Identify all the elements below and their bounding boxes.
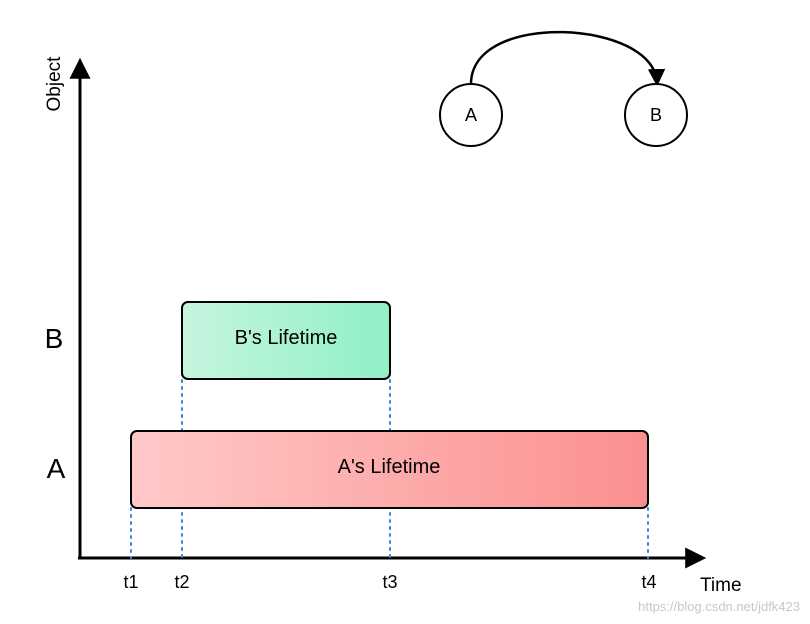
tick-label-t1: t1 <box>123 572 138 592</box>
object-node-b-label: B <box>650 105 662 125</box>
watermark-text: https://blog.csdn.net/jdfk423 <box>638 599 800 614</box>
tick-label-t4: t4 <box>641 572 656 592</box>
lifetime-bar-a <box>130 430 649 509</box>
object-node-b <box>624 83 688 147</box>
lifetime-bar-b <box>181 301 391 380</box>
row-label-a: A <box>47 453 66 484</box>
object-node-a-label: A <box>465 105 477 125</box>
lifetime-label-a: A's Lifetime <box>338 456 441 478</box>
lifetime-label-b: B's Lifetime <box>235 327 338 349</box>
y-axis-label: Object <box>44 56 65 112</box>
x-axis-label: Time <box>700 575 742 596</box>
reference-arrow <box>469 30 666 87</box>
object-node-a <box>439 83 503 147</box>
tick-label-t2: t2 <box>174 572 189 592</box>
row-label-b: B <box>45 323 64 354</box>
tick-label-t3: t3 <box>382 572 397 592</box>
